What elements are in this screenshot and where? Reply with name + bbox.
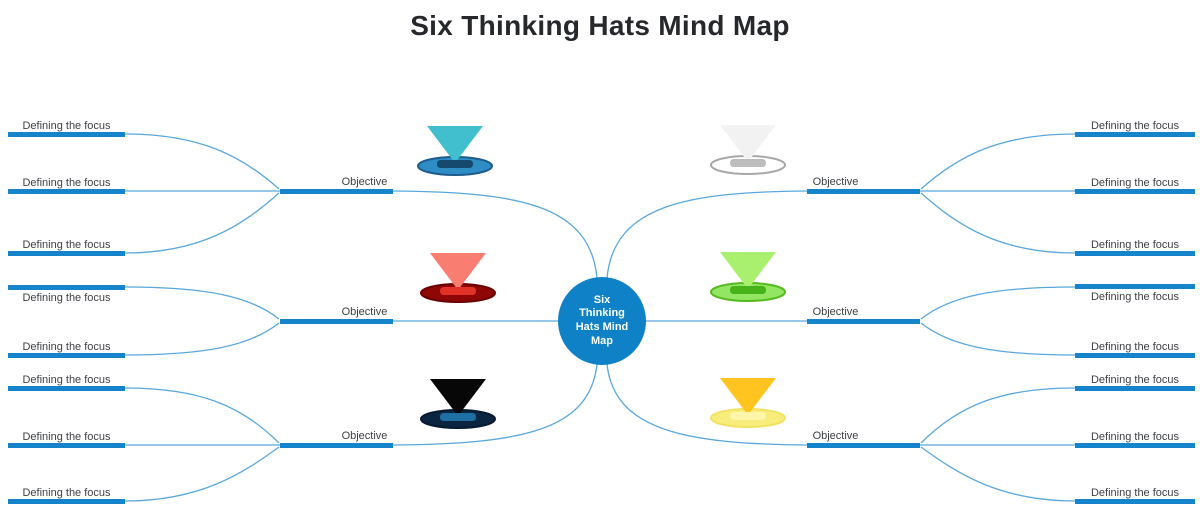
leaf-node: Defining the focus <box>8 431 125 448</box>
objective-node: Objective <box>807 176 920 194</box>
leaf-label: Defining the focus <box>1090 238 1180 251</box>
green-hat-icon <box>710 252 786 302</box>
connector-line <box>920 192 1076 254</box>
leaf-label: Defining the focus <box>22 486 111 499</box>
leaf-node: Defining the focus <box>8 341 125 358</box>
objective-label: Objective <box>341 305 388 318</box>
node-underline <box>1075 352 1195 358</box>
leaf-label: Defining the focus <box>1090 486 1180 499</box>
node-underline <box>8 188 125 194</box>
leaf-node: Defining the focus <box>1075 487 1195 504</box>
node-underline <box>1075 283 1195 289</box>
leaf-label: Defining the focus <box>1090 290 1180 303</box>
leaf-node: Defining the focus <box>1075 120 1195 137</box>
node-underline <box>1075 385 1195 391</box>
blue-hat-icon <box>417 126 493 176</box>
node-underline <box>1075 250 1195 256</box>
leaf-node: Defining the focus <box>1075 177 1195 194</box>
connector-line <box>606 190 808 279</box>
node-underline <box>1075 188 1195 194</box>
node-underline <box>8 442 125 448</box>
leaf-node: Defining the focus <box>1075 431 1195 448</box>
white-hat-icon <box>710 125 786 175</box>
leaf-node: Defining the focus <box>1075 374 1195 391</box>
leaf-label: Defining the focus <box>22 176 111 189</box>
node-underline <box>807 318 920 324</box>
objective-label: Objective <box>812 429 859 442</box>
leaf-node: Defining the focus <box>8 374 125 391</box>
leaf-node: Defining the focus <box>8 284 125 304</box>
node-underline <box>807 442 920 448</box>
center-topic-label: Six Thinking Hats Mind Map <box>575 293 629 347</box>
connector-line <box>606 363 808 446</box>
objective-node: Objective <box>280 306 393 324</box>
node-underline <box>807 188 920 194</box>
objective-node: Objective <box>807 306 920 324</box>
leaf-label: Defining the focus <box>1090 340 1180 353</box>
node-underline <box>8 131 125 137</box>
objective-label: Objective <box>812 175 859 188</box>
leaf-label: Defining the focus <box>1090 430 1180 443</box>
connector-line <box>124 133 280 190</box>
leaf-node: Defining the focus <box>1075 283 1195 303</box>
node-underline <box>1075 131 1195 137</box>
connector-line <box>920 387 1076 444</box>
leaf-label: Defining the focus <box>22 340 111 353</box>
connector-line <box>920 322 1076 356</box>
leaf-label: Defining the focus <box>22 291 111 304</box>
leaf-node: Defining the focus <box>1075 239 1195 256</box>
connector-line <box>124 286 280 320</box>
objective-node: Objective <box>280 176 393 194</box>
red-hat-icon <box>420 253 496 303</box>
objective-label: Objective <box>341 175 388 188</box>
leaf-node: Defining the focus <box>8 239 125 256</box>
connector-line <box>920 446 1076 502</box>
connector-line <box>124 387 280 444</box>
objective-node: Objective <box>807 430 920 448</box>
leaf-label: Defining the focus <box>22 430 111 443</box>
node-underline <box>1075 442 1195 448</box>
objective-label: Objective <box>341 429 388 442</box>
leaf-node: Defining the focus <box>1075 341 1195 358</box>
leaf-node: Defining the focus <box>8 177 125 194</box>
node-underline <box>280 188 393 194</box>
node-underline <box>8 250 125 256</box>
leaf-label: Defining the focus <box>22 119 111 132</box>
connector-line <box>124 446 280 502</box>
connector-line <box>392 363 598 446</box>
node-underline <box>280 442 393 448</box>
connector-line <box>124 192 280 254</box>
yellow-hat-icon <box>710 378 786 428</box>
node-underline <box>1075 498 1195 504</box>
connector-line <box>920 286 1076 320</box>
objective-label: Objective <box>812 305 859 318</box>
node-underline <box>280 318 393 324</box>
connector-line <box>392 190 598 279</box>
leaf-label: Defining the focus <box>22 238 111 251</box>
leaf-label: Defining the focus <box>1090 119 1180 132</box>
node-underline <box>8 352 125 358</box>
leaf-label: Defining the focus <box>1090 373 1180 386</box>
node-underline <box>8 284 125 290</box>
leaf-label: Defining the focus <box>1090 176 1180 189</box>
leaf-label: Defining the focus <box>22 373 111 386</box>
node-underline <box>8 498 125 504</box>
leaf-node: Defining the focus <box>8 120 125 137</box>
center-topic-node: Six Thinking Hats Mind Map <box>558 277 646 365</box>
black-hat-icon <box>420 379 496 429</box>
connector-line <box>124 322 280 356</box>
connector-line <box>920 133 1076 190</box>
objective-node: Objective <box>280 430 393 448</box>
page-title: Six Thinking Hats Mind Map <box>410 10 790 41</box>
node-underline <box>8 385 125 391</box>
leaf-node: Defining the focus <box>8 487 125 504</box>
